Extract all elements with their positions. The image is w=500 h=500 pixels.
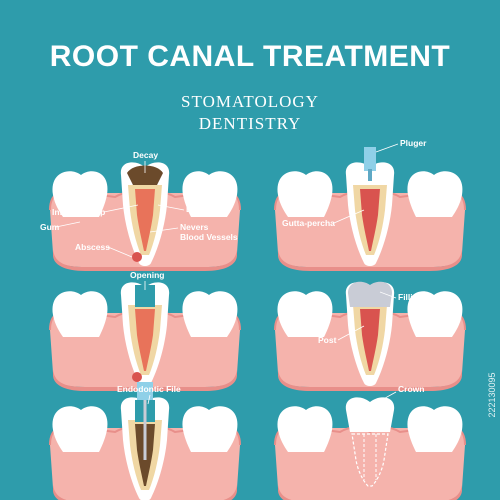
label-dentin: Dentin: [186, 204, 212, 214]
label-endodontic-file: Endodontic File: [117, 384, 181, 394]
subtitle-stomatology: STOMATOLOGY: [181, 92, 319, 111]
subtitle-dentistry: DENTISTRY: [198, 114, 302, 133]
panel-gutta-percha: [274, 147, 466, 272]
panel-decay: [49, 162, 241, 272]
label-opening: Opening: [130, 270, 164, 280]
side-id-strip: 222130095: [483, 300, 497, 490]
panel-endodontic-file: [49, 382, 241, 500]
label-abscess: Abscess: [75, 242, 110, 252]
side-id-text: 222130095: [487, 372, 497, 418]
label-nerves: Nevers: [180, 222, 209, 232]
label-filling: Filling: [398, 292, 423, 302]
label-blood-vessels: Blood Vessels: [180, 232, 238, 242]
label-post: Post: [318, 335, 337, 345]
label-infected-pulp: Infected Pulp: [52, 207, 105, 217]
panel-filling: [274, 281, 466, 392]
label-gutta-percha: Gutta-percha: [282, 218, 335, 228]
label-decay: Decay: [133, 150, 158, 160]
panel-opening: [49, 282, 241, 392]
panel-crown: [274, 397, 466, 500]
label-pluger: Pluger: [400, 138, 427, 148]
page-title: ROOT CANAL TREATMENT: [49, 40, 451, 73]
label-crown: Crown: [398, 384, 424, 394]
label-gum: Gum: [40, 222, 60, 232]
